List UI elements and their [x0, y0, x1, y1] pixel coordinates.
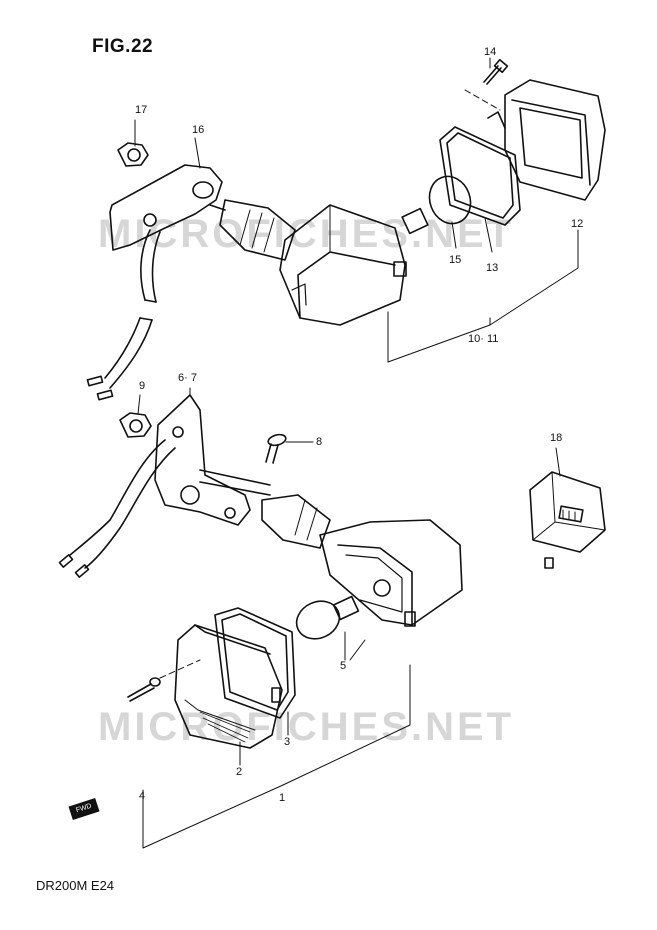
callout-leaders	[349, 639, 366, 661]
gasket-3-part	[214, 607, 296, 736]
watermark-top: MICROFICHES.NET	[98, 212, 515, 256]
callout-12: 12	[571, 218, 584, 230]
callout-13: 13	[486, 262, 499, 274]
callout-5: 5	[340, 660, 347, 672]
cable-top-part	[86, 229, 161, 401]
watermark-bottom: MICROFICHES.NET	[98, 705, 515, 749]
callout-16: 16	[192, 124, 205, 136]
nut-9-part	[119, 394, 152, 438]
callout-2: 2	[236, 766, 243, 778]
lens-2-part	[174, 624, 283, 766]
callout-1: 1	[279, 792, 286, 804]
callout-10-11: 10· 11	[468, 333, 499, 345]
callout-9: 9	[139, 380, 146, 392]
cable-bottom-part	[58, 439, 271, 578]
gasket-13-part	[439, 126, 521, 253]
callout-4: 4	[139, 790, 146, 802]
screw-4-part	[127, 659, 201, 702]
screw-14-part	[464, 57, 509, 111]
callout-15: 15	[449, 254, 462, 266]
nut-17-part	[117, 119, 149, 167]
bulb-15-part	[401, 175, 472, 249]
relay-18-part	[529, 447, 606, 569]
callout-17: 17	[135, 104, 148, 116]
bulb-5-part	[295, 595, 360, 661]
callout-14: 14	[484, 46, 497, 58]
callout-6-7: 6· 7	[178, 372, 197, 384]
leader-1-4	[142, 664, 411, 849]
screw-8-part	[265, 433, 314, 464]
callout-3: 3	[284, 736, 291, 748]
bracket-6-7-part	[154, 387, 251, 526]
bracket-16-part	[109, 137, 223, 251]
callout-18: 18	[550, 432, 563, 444]
figure-title: FIG.22	[92, 36, 154, 57]
callout-8: 8	[316, 436, 323, 448]
turn-signal-housing-bottom-part	[261, 494, 463, 627]
leader-10-11	[387, 229, 579, 363]
lens-12-part	[487, 79, 606, 201]
turn-signal-housing-top-part	[209, 199, 407, 326]
model-code: DR200M E24	[36, 878, 115, 893]
